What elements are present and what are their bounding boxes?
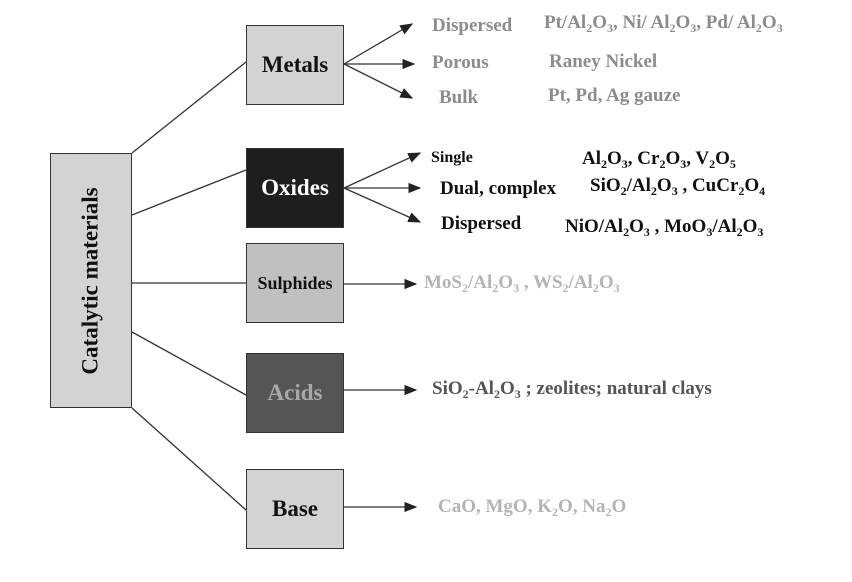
branch-examples: MoS2/Al2O3 , WS2/Al2O3	[424, 272, 620, 295]
category-oxides: Oxides	[246, 148, 344, 228]
branch-examples: Al2O3, Cr2O3, V2O5	[582, 148, 736, 171]
branch-label: Dispersed	[441, 213, 522, 234]
branch-examples: Pt, Pd, Ag gauze	[548, 85, 681, 106]
category-base: Base	[246, 469, 344, 549]
root-node: Catalytic materials	[50, 153, 132, 408]
branch-examples: NiO/Al2O3 , MoO3/Al2O3	[565, 216, 764, 239]
category-acids: Acids	[246, 353, 344, 433]
category-label: Base	[272, 496, 318, 521]
category-label: Oxides	[261, 175, 329, 200]
branch-label: Dual, complex	[440, 178, 557, 199]
branch-examples: Pt/Al2O3, Ni/ Al2O3, Pd/ Al2O3	[544, 12, 783, 35]
branch-examples: SiO2/Al2O3 , CuCr2O4	[590, 175, 766, 198]
branch-label: Dispersed	[432, 15, 513, 36]
category-label: Metals	[261, 52, 329, 77]
category-label: Sulphides	[257, 272, 333, 293]
category-sulphides: Sulphides	[246, 243, 344, 323]
branch-examples: CaO, MgO, K2O, Na2O	[438, 496, 627, 519]
branch-examples: Raney Nickel	[549, 51, 658, 72]
branch-examples: SiO2-Al2O3 ; zeolites; natural clays	[432, 378, 712, 401]
category-metals: Metals	[246, 25, 344, 105]
branch-label: Single	[431, 149, 473, 166]
branch-label: Porous	[432, 52, 489, 73]
category-label: Acids	[267, 380, 323, 405]
branch-label: Bulk	[439, 87, 479, 108]
root-label: Catalytic materials	[78, 186, 104, 375]
